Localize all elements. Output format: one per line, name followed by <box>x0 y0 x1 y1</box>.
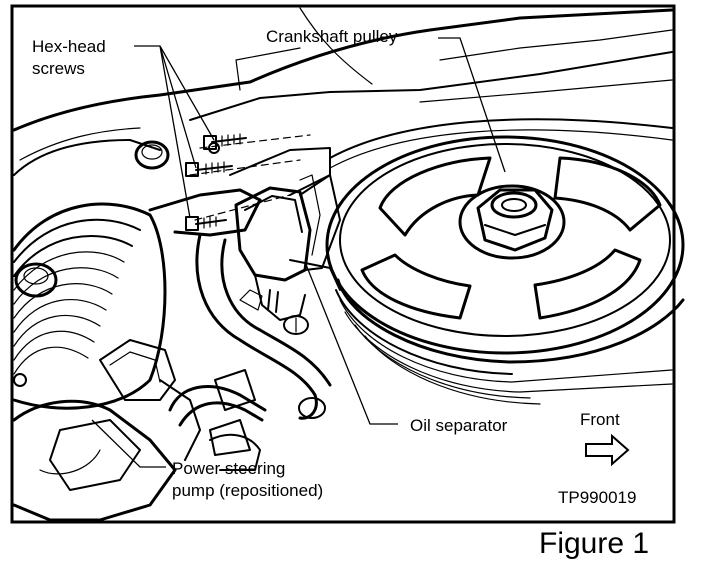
engine-drawing <box>12 7 685 522</box>
leader-lines <box>91 37 506 468</box>
power-steering-label-line2: pump (repositioned) <box>172 481 323 500</box>
front-arrow-icon <box>585 433 630 467</box>
power-steering-label-line1: Power steering <box>172 459 285 478</box>
illustration-code: TP990019 <box>558 488 636 507</box>
crankshaft-pulley-leader <box>438 37 506 173</box>
illustration-frame <box>10 4 676 524</box>
hex-head-screws-label-line1: Hex-head <box>32 37 106 56</box>
front-label: Front <box>580 410 620 429</box>
figure-caption: Figure 1 <box>539 527 649 560</box>
hex-head-screws-leader <box>134 45 215 219</box>
power-steering-leader <box>91 419 166 468</box>
hex-head-screws-label-line2: screws <box>32 59 85 78</box>
oil-separator-label: Oil separator <box>410 416 508 435</box>
crankshaft-pulley-label: Crankshaft pulley <box>266 27 398 46</box>
oil-separator-leader <box>304 261 398 425</box>
